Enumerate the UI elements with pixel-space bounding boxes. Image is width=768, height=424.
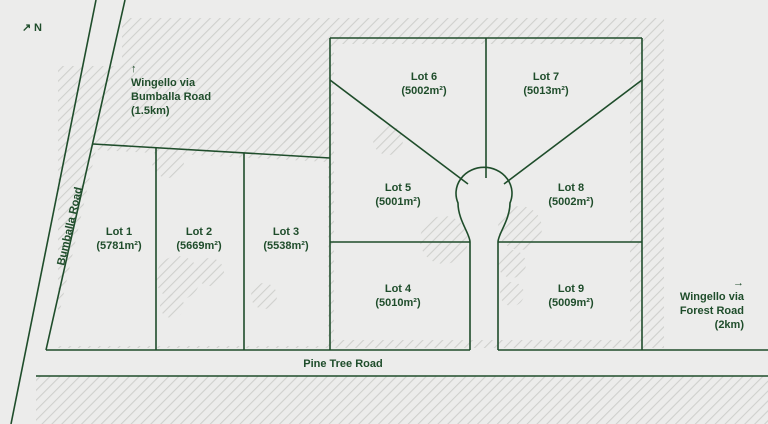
lot-5[interactable]: Lot 5 (5001m²) bbox=[375, 182, 421, 208]
lot-area: (5002m²) bbox=[548, 196, 594, 208]
lot-name: Lot 5 bbox=[385, 182, 411, 194]
lot-9[interactable]: Lot 9 (5009m²) bbox=[548, 283, 594, 309]
lot-4[interactable]: Lot 4 (5010m²) bbox=[375, 283, 421, 309]
lot-8[interactable]: Lot 8 (5002m²) bbox=[548, 182, 594, 208]
lot-name: Lot 6 bbox=[411, 71, 437, 83]
lot-name: Lot 2 bbox=[186, 226, 212, 238]
lot-3[interactable]: Lot 3 (5538m²) bbox=[263, 226, 309, 252]
north-arrow-icon: ↗ bbox=[22, 22, 31, 34]
lot-6[interactable]: Lot 6 (5002m²) bbox=[401, 71, 447, 97]
lot-name: Lot 4 bbox=[385, 283, 412, 295]
east-direction-line-1: Wingello via bbox=[680, 291, 745, 303]
direction-east: → Wingello via Forest Road (2km) bbox=[680, 277, 745, 331]
lot-name: Lot 9 bbox=[558, 283, 584, 295]
north-label: N bbox=[34, 22, 42, 34]
lot-7[interactable]: Lot 7 (5013m²) bbox=[523, 71, 569, 97]
vegetation-hatching bbox=[36, 18, 768, 424]
east-direction-line-2: Forest Road bbox=[680, 305, 744, 317]
north-direction-line-3: (1.5km) bbox=[131, 105, 170, 117]
east-direction-line-3: (2km) bbox=[715, 319, 745, 331]
lot-name: Lot 1 bbox=[106, 226, 132, 238]
lot-boundaries bbox=[10, 0, 768, 424]
lot-1[interactable]: Lot 1 (5781m²) bbox=[96, 226, 142, 252]
lot-name: Lot 7 bbox=[533, 71, 559, 83]
lot-area: (5001m²) bbox=[375, 196, 421, 208]
lot-area: (5010m²) bbox=[375, 297, 421, 309]
north-direction-arrow-icon: ↑ bbox=[131, 63, 137, 75]
lot-area: (5013m²) bbox=[523, 85, 569, 97]
lot-area: (5669m²) bbox=[176, 240, 222, 252]
lot-area: (5002m²) bbox=[401, 85, 447, 97]
north-indicator: ↗ N bbox=[22, 22, 42, 34]
pine-tree-road-label: Pine Tree Road bbox=[303, 358, 382, 370]
lot-name: Lot 8 bbox=[558, 182, 584, 194]
lot-2[interactable]: Lot 2 (5669m²) bbox=[176, 226, 222, 252]
lot-name: Lot 3 bbox=[273, 226, 299, 238]
lot-area: (5009m²) bbox=[548, 297, 594, 309]
direction-north: ↑ Wingello via Bumballa Road (1.5km) bbox=[131, 63, 211, 117]
north-direction-line-1: Wingello via bbox=[131, 77, 196, 89]
lot-area: (5538m²) bbox=[263, 240, 309, 252]
lot-area: (5781m²) bbox=[96, 240, 142, 252]
north-direction-line-2: Bumballa Road bbox=[131, 91, 211, 103]
east-direction-arrow-icon: → bbox=[733, 277, 744, 289]
